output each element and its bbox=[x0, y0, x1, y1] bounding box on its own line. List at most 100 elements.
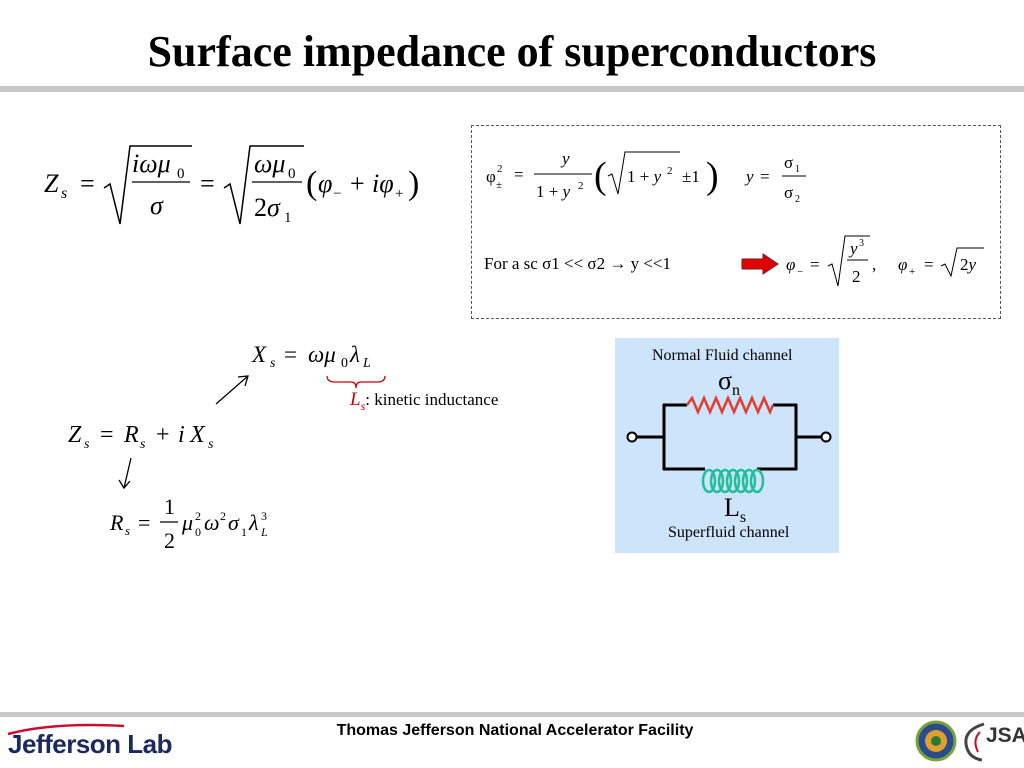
svg-text:): ) bbox=[408, 165, 419, 202]
svg-text:σ: σ bbox=[150, 191, 164, 220]
svg-text:=: = bbox=[514, 165, 524, 184]
arrow-down-icon bbox=[118, 457, 132, 490]
svg-text:3: 3 bbox=[261, 509, 267, 523]
svg-text:s: s bbox=[84, 437, 90, 452]
svg-text:s: s bbox=[208, 437, 214, 452]
kinetic-inductance-text: : kinetic inductance bbox=[365, 390, 499, 409]
circuit-diagram bbox=[615, 338, 839, 553]
condition-prefix: For a sc bbox=[484, 254, 538, 273]
svg-text:ω: ω bbox=[204, 510, 220, 535]
svg-text:R: R bbox=[123, 422, 139, 448]
svg-text:y: y bbox=[560, 149, 570, 168]
sigma-subscript: n bbox=[732, 382, 741, 400]
svg-text:=: = bbox=[810, 255, 820, 274]
svg-text:=: = bbox=[284, 342, 297, 367]
svg-text:σ: σ bbox=[784, 183, 793, 202]
svg-text:λ: λ bbox=[349, 342, 360, 367]
svg-text:±: ± bbox=[496, 179, 502, 191]
svg-text:iωμ: iωμ bbox=[132, 149, 171, 178]
svg-text:2: 2 bbox=[578, 180, 584, 192]
underbrace-icon bbox=[326, 375, 386, 389]
svg-text:φ: φ bbox=[318, 169, 332, 198]
jefferson-swoosh-icon bbox=[7, 723, 125, 736]
svg-text:=: = bbox=[924, 255, 934, 274]
svg-text:−: − bbox=[797, 266, 803, 278]
impedance-formula: Z s = iωμ 0 σ = ωμ 0 2σ 1 ( φ − + iφ + ) bbox=[44, 145, 419, 226]
svg-text:s: s bbox=[270, 356, 276, 371]
svg-text:2: 2 bbox=[497, 163, 503, 175]
sigma-symbol: σ bbox=[718, 366, 733, 395]
svg-text:s: s bbox=[125, 523, 130, 538]
svg-text:+: + bbox=[156, 422, 170, 448]
circuit-wiring bbox=[626, 394, 832, 494]
svg-text:2: 2 bbox=[852, 267, 861, 286]
svg-text:,: , bbox=[872, 255, 876, 274]
kinetic-inductance-label: Ls: kinetic inductance bbox=[350, 389, 498, 414]
svg-text:2σ: 2σ bbox=[254, 193, 281, 222]
svg-text:1 + y: 1 + y bbox=[536, 182, 571, 201]
condition-relation: σ1 << σ2 → y <<1 bbox=[542, 254, 672, 273]
svg-text:ωμ: ωμ bbox=[308, 342, 336, 367]
svg-text:φ: φ bbox=[786, 255, 795, 274]
svg-text:1: 1 bbox=[795, 164, 800, 175]
rs-formula: R s = 1 2 μ 2 0 ω 2 σ 1 λ 3 L bbox=[109, 494, 268, 553]
conditions-box bbox=[471, 125, 1001, 319]
arrow-up-right-icon bbox=[215, 375, 249, 405]
inductor-icon bbox=[701, 468, 765, 494]
svg-text:(: ( bbox=[594, 155, 607, 197]
svg-text:X: X bbox=[189, 422, 206, 448]
svg-text:φ: φ bbox=[898, 255, 907, 274]
ls-subscript: s bbox=[360, 398, 366, 413]
svg-text:2: 2 bbox=[667, 165, 673, 177]
y-formula: y = σ 1 σ 2 bbox=[744, 153, 806, 205]
svg-text:s: s bbox=[61, 185, 67, 202]
svg-text:λ: λ bbox=[248, 510, 259, 535]
svg-text:0: 0 bbox=[195, 525, 201, 539]
svg-text:ωμ: ωμ bbox=[254, 149, 285, 178]
resistor-icon bbox=[685, 394, 775, 416]
svg-text:0: 0 bbox=[341, 356, 348, 371]
zs-sum-formula: Z s = R s + i X s bbox=[68, 422, 214, 452]
svg-text:=: = bbox=[80, 169, 95, 198]
jsa-swirl-icon bbox=[964, 722, 985, 762]
svg-text:0: 0 bbox=[177, 166, 185, 182]
svg-text:Z: Z bbox=[68, 422, 82, 448]
svg-text:L: L bbox=[362, 356, 371, 371]
title-divider bbox=[0, 86, 1024, 92]
l-symbol: L bbox=[724, 493, 740, 522]
footer-text: Thomas Jefferson National Accelerator Fa… bbox=[336, 722, 694, 739]
svg-text:+: + bbox=[909, 266, 915, 278]
svg-text:(: ( bbox=[306, 165, 317, 202]
phi-approx-formula: φ − = y 3 2 , φ + = 2y bbox=[786, 235, 984, 287]
implies-arrow-icon bbox=[741, 253, 779, 275]
svg-text:+: + bbox=[350, 169, 365, 198]
svg-text:): ) bbox=[706, 155, 719, 197]
svg-text:3: 3 bbox=[859, 238, 864, 249]
svg-text:1: 1 bbox=[284, 210, 292, 226]
svg-text:Z: Z bbox=[44, 169, 59, 198]
svg-text:y: y bbox=[744, 167, 754, 186]
phi-formula: φ 2 ± = y 1 + y 2 ( 1 + y 2 ±1 ) bbox=[486, 149, 719, 201]
ls-symbol: L bbox=[350, 389, 361, 410]
svg-text:1: 1 bbox=[164, 494, 175, 519]
svg-text:=: = bbox=[138, 510, 150, 535]
svg-text:2y: 2y bbox=[960, 255, 977, 274]
svg-text:=: = bbox=[760, 167, 770, 186]
svg-text:iφ: iφ bbox=[372, 169, 394, 198]
jsa-logo: JSA bbox=[986, 724, 1024, 747]
svg-text:1: 1 bbox=[241, 525, 247, 539]
l-subscript: s bbox=[739, 509, 747, 527]
svg-text:y: y bbox=[848, 239, 858, 258]
xs-formula: X s = ωμ 0 λ L bbox=[251, 342, 371, 371]
svg-text:σ: σ bbox=[784, 153, 793, 172]
svg-text:=: = bbox=[200, 169, 215, 198]
svg-text:−: − bbox=[333, 186, 341, 202]
svg-text:±1: ±1 bbox=[682, 167, 700, 186]
svg-text:X: X bbox=[251, 342, 267, 367]
svg-text:μ: μ bbox=[181, 510, 193, 535]
svg-text:R: R bbox=[109, 510, 124, 535]
doe-seal-icon bbox=[915, 720, 957, 762]
svg-text:2: 2 bbox=[220, 509, 226, 523]
footer-divider bbox=[0, 712, 1024, 717]
svg-text:φ: φ bbox=[486, 167, 496, 186]
